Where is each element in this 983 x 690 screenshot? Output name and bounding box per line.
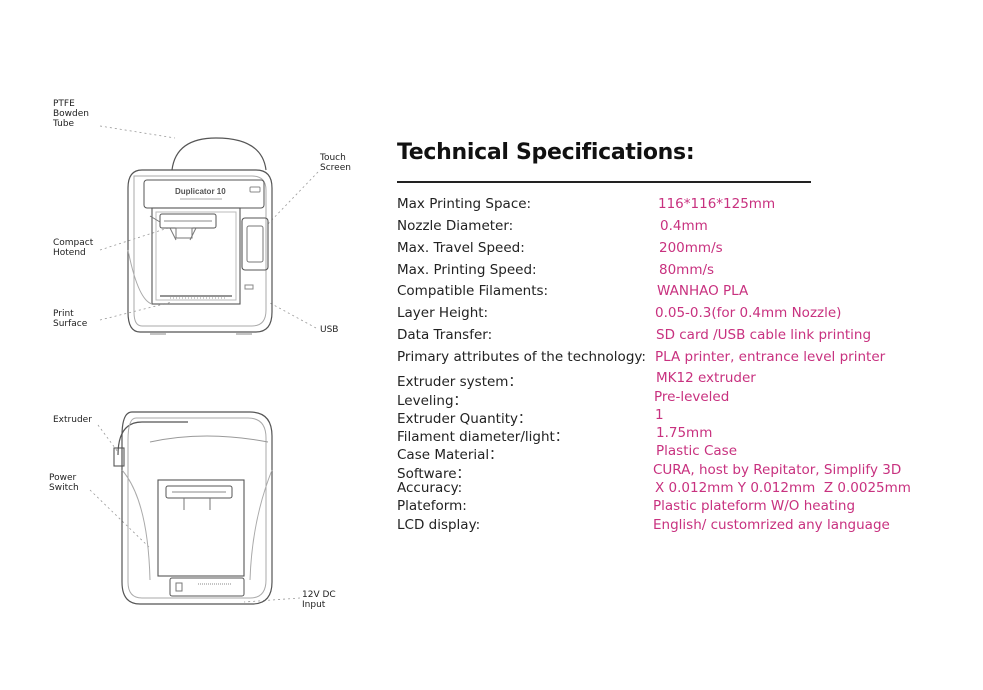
callout-usb: USB [320, 325, 339, 335]
spec-value: English/ customrized any language [653, 517, 890, 533]
spec-label: Primary attributes of the technology: [397, 349, 646, 365]
spec-value: Plastic Case [656, 443, 737, 459]
spec-label: Data Transfer: [397, 327, 493, 343]
spec-label: Max. Travel Speed: [397, 240, 525, 256]
spec-value: WANHAO PLA [657, 283, 749, 299]
callout-power-switch: Power Switch [49, 473, 79, 493]
spec-label: Nozzle Diameter: [397, 218, 514, 234]
spec-value: SD card /USB cable link printing [656, 327, 872, 343]
callout-ptfe-bowden-tube: PTFE Bowden Tube [53, 99, 89, 129]
spec-value: 0.05-0.3(for 0.4mm Nozzle) [655, 305, 842, 321]
spec-value: PLA printer, entrance level printer [655, 349, 886, 365]
spec-label: Software： [397, 466, 471, 482]
callout-touch-screen: Touch Screen [320, 153, 351, 173]
callout-extruder: Extruder [53, 415, 92, 425]
spec-label: Layer Height: [397, 305, 489, 321]
title-underline [397, 181, 811, 183]
spec-label: Case Material： [397, 447, 503, 463]
spec-label: Extruder system： [397, 374, 522, 390]
spec-label: LCD display: [397, 517, 481, 533]
callout-dc-input: 12V DC Input [302, 590, 336, 610]
callout-compact-hotend: Compact Hotend [53, 238, 94, 258]
spec-value: MK12 extruder [656, 370, 756, 386]
spec-value: 0.4mm [660, 218, 708, 234]
spec-label: Leveling： [397, 393, 468, 409]
spec-value: 1 [655, 407, 664, 423]
callout-print-surface: Print Surface [53, 309, 88, 329]
specs-title: Technical Specifications: [397, 140, 695, 165]
spec-value: CURA, host by Repitator, Simplify 3D [653, 462, 902, 478]
spec-label: Max Printing Space: [397, 196, 532, 212]
spec-value: 80mm/s [659, 262, 715, 278]
spec-label: Compatible Filaments: [397, 283, 549, 299]
spec-value: 1.75mm [656, 425, 713, 441]
spec-label: Extruder Quantity： [397, 411, 532, 427]
spec-value: Plastic plateform W/O heating [653, 498, 856, 514]
back-printer-drawing [89, 411, 301, 605]
spec-label: Plateform: [397, 498, 467, 514]
spec-label: Accuracy: [397, 480, 463, 496]
spec-label: Filament diameter/light： [397, 429, 569, 445]
spec-value: 200mm/s [659, 240, 723, 256]
spec-value: Pre-leveled [654, 389, 730, 405]
spec-value: 116*116*125mm [658, 196, 776, 212]
spec-label: Max. Printing Speed: [397, 262, 537, 278]
front-printer-drawing: Duplicator 10 [99, 125, 319, 335]
model-label: Duplicator 10 [175, 187, 226, 196]
spec-value: X 0.012mm Y 0.012mm Z 0.0025mm [655, 480, 911, 496]
